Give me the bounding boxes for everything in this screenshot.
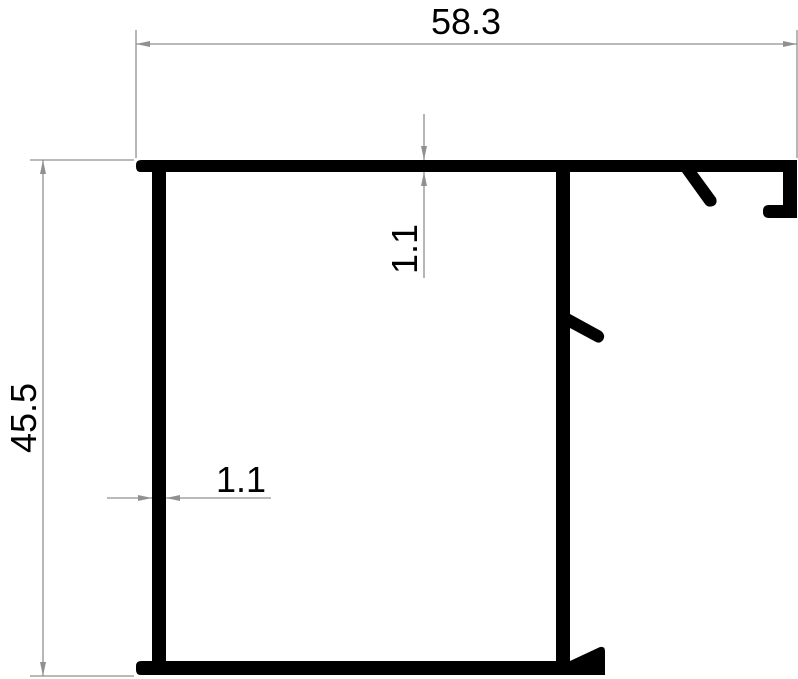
arrow-down-icon (421, 146, 427, 160)
top-flange (136, 160, 797, 172)
left-wall (152, 160, 166, 675)
dimension-top-wall-thickness: 1.1 (384, 114, 427, 278)
dimension-side-wall-thickness: 1.1 (107, 459, 271, 501)
dimension-overall-height: 45.5 (3, 159, 134, 677)
dimension-label-height: 45.5 (3, 383, 44, 453)
middle-fin (570, 314, 605, 343)
arrow-down-icon (40, 662, 46, 676)
hook-vertical (783, 160, 797, 218)
dimension-label-side-wall: 1.1 (216, 459, 266, 500)
arrow-right-icon (783, 41, 797, 47)
dimension-overall-width: 58.3 (135, 1, 798, 158)
profile-shape (136, 160, 797, 675)
hook-return (763, 205, 797, 218)
inner-right-wall (556, 160, 570, 675)
top-angled-fin (682, 172, 717, 207)
bottom-flange (136, 661, 605, 675)
arrow-left-icon (136, 41, 150, 47)
arrow-right-icon (138, 495, 152, 501)
bottom-fin (570, 646, 605, 661)
arrow-up-icon (40, 160, 46, 174)
dimension-label-width: 58.3 (431, 1, 501, 42)
arrow-up-icon (421, 172, 427, 186)
arrow-left-icon (166, 495, 180, 501)
dimension-label-top-wall: 1.1 (384, 224, 425, 274)
